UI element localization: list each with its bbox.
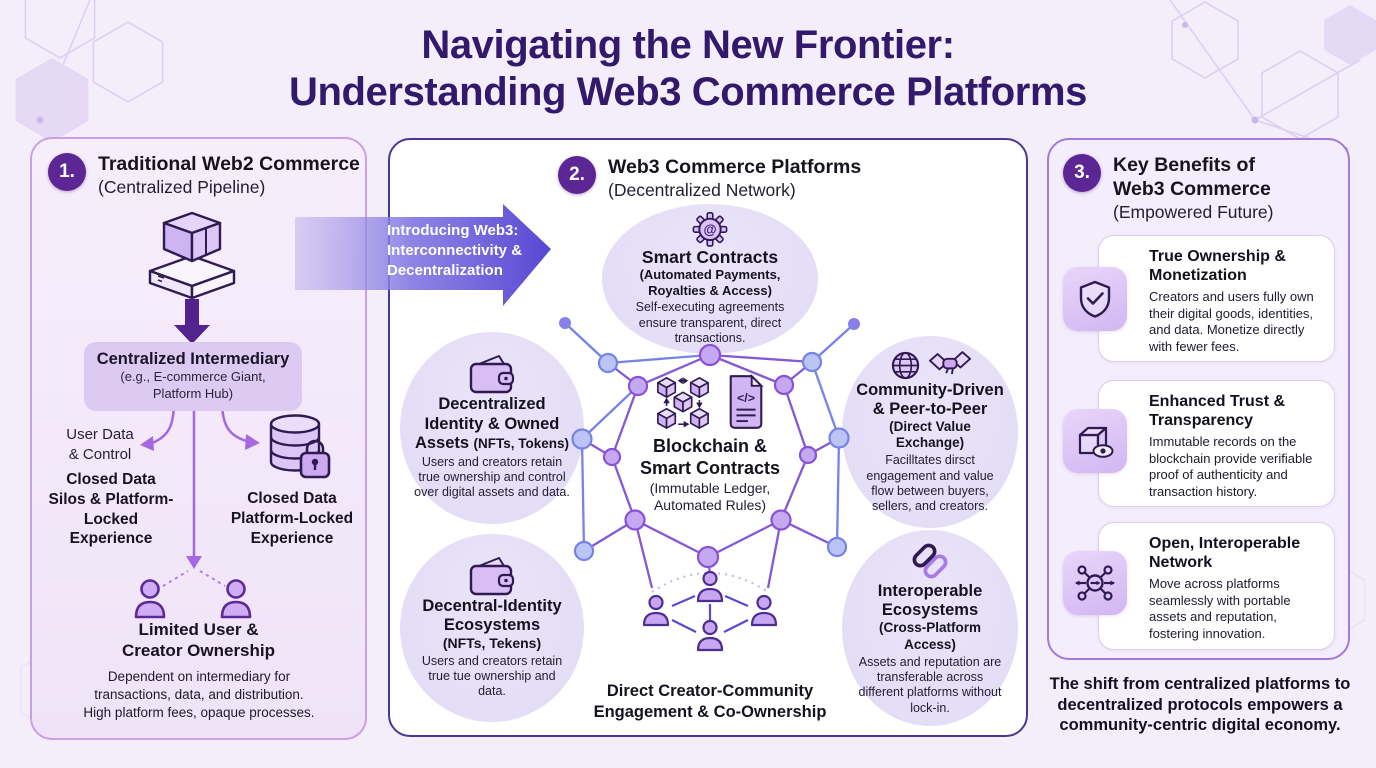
benefit-card-network: Open, Interoperable Network Move across … — [1098, 522, 1335, 650]
benefit-card-title: Open, Interoperable Network — [1149, 535, 1301, 572]
benefit-card-body: Move across platforms seamlessly with po… — [1149, 576, 1291, 641]
arrow-line2: Interconnectivity & — [387, 241, 523, 259]
page-title-line2: Understanding Web3 Commerce Platforms — [289, 70, 1087, 115]
benefit-card-ownership: True Ownership & Monetization Creators a… — [1098, 235, 1335, 362]
center-title: Blockchain & Smart Contracts — [639, 436, 781, 478]
identity-assets-title: Decentralized Identity & Owned Assets — [414, 395, 560, 452]
panel1-footer: Dependent on intermediary for transactio… — [83, 669, 315, 720]
blockchain-center-label: </> Blockchain & Smart Contracts (Immuta… — [622, 374, 798, 514]
svg-text:@: @ — [703, 222, 716, 237]
panel3-title: Key Benefits of Web3 Commerce — [1113, 154, 1271, 200]
smart-contracts-title: Smart Contracts — [641, 246, 779, 267]
community-title: Community-Driven & Peer-to-Peer — [856, 380, 1004, 418]
handshake-icon — [928, 350, 971, 374]
identity-ecosystems-body: Users and creators retain true tue owner… — [421, 653, 563, 699]
page-title-line1: Navigating the New Frontier: — [421, 23, 955, 67]
wallet-icon — [469, 556, 515, 595]
panel2-title: Web3 Commerce Platforms — [608, 156, 862, 178]
panel2-subtitle: (Decentralized Network) — [608, 179, 796, 200]
benefit-card-body: Creators and users fully own their digit… — [1149, 289, 1314, 354]
identity-ecosystems-title: Decentral-Identity Ecosystems — [422, 596, 562, 634]
panel1-title: Traditional Web2 Commerce — [98, 153, 360, 175]
community-bubble: Community-Driven & Peer-to-Peer (Direct … — [842, 336, 1018, 528]
cube-eye-icon — [1078, 426, 1114, 458]
smart-contracts-subtitle: (Automated Payments, Royalties & Access) — [639, 267, 781, 298]
gear-at-icon: @ — [692, 212, 728, 247]
benefit-card-trust: Enhanced Trust & Transparency Immutable … — [1098, 380, 1335, 507]
ownership-label: Limited User & Creator Ownership — [121, 620, 276, 661]
interoperable-bubble: Interoperable Ecosystems (Cross-Platform… — [842, 530, 1018, 726]
panel3-header: 3. Key Benefits of Web3 Commerce (Empowe… — [1063, 154, 1273, 223]
arrow-line1: Introducing Web3: — [387, 222, 519, 239]
cube-eye-tile — [1063, 409, 1127, 473]
interoperable-subtitle: (Cross-Platform Access) — [878, 620, 981, 652]
left-outcome-label: Closed Data Silos & Platform- Locked Exp… — [48, 471, 174, 548]
svg-text:</>: </> — [737, 391, 755, 405]
creator-community-icon — [642, 570, 778, 652]
intermediary-subtitle: (e.g., E-commerce Giant, Platform Hub) — [120, 369, 266, 401]
panel1-diagram — [134, 211, 331, 619]
benefit-card-title: True Ownership & Monetization — [1149, 248, 1286, 285]
interoperable-body: Assets and reputation are transferable a… — [858, 654, 1002, 715]
intermediary-title: Centralized Intermediary — [96, 350, 290, 368]
center-subtitle: (Immutable Ledger, Automated Rules) — [649, 479, 771, 513]
identity-assets-subtitle: (NFTs, Tokens) — [473, 435, 570, 451]
centralized-intermediary-box: Centralized Intermediary (e.g., E-commer… — [84, 342, 302, 412]
network-nodes-tile — [1063, 551, 1127, 615]
user-data-label: User Data & Control — [66, 426, 134, 463]
shield-check-tile — [1063, 267, 1127, 331]
package-on-platform-icon — [148, 211, 236, 300]
right-outcome-label: Closed Data Platform-Locked Experience — [230, 490, 354, 547]
panel1-number-badge: 1. — [48, 153, 86, 191]
web3-transition-arrow — [295, 204, 551, 306]
identity-assets-bubble: Decentralized Identity & Owned Assets (N… — [400, 332, 584, 524]
network-nodes-icon — [1075, 565, 1115, 601]
community-subtitle: (Direct Value Exchange) — [889, 418, 971, 451]
transition-arrow-text: Introducing Web3: Interconnectivity & De… — [387, 221, 537, 281]
community-body: Facilltates dirsct engagement and value … — [866, 453, 994, 514]
identity-ecosystems-bubble: Decentral-Identity Ecosystems (NFTs, Tek… — [400, 534, 584, 722]
identity-ecosystems-subtitle: (NFTs, Tekens) — [442, 634, 542, 651]
panel3-number-badge: 3. — [1063, 154, 1101, 192]
interoperable-title: Interoperable Ecosystems — [877, 582, 983, 620]
panel2-header: 2. Web3 Commerce Platforms (Decentralize… — [558, 156, 861, 201]
page-title: Navigating the New Frontier: Understandi… — [0, 22, 1376, 116]
chain-link-icon — [912, 543, 948, 579]
panel-key-benefits: 3. Key Benefits of Web3 Commerce (Empowe… — [1047, 138, 1350, 660]
benefit-card-title: Enhanced Trust & Transparency — [1149, 393, 1286, 430]
down-arrow — [174, 299, 210, 344]
panel2-number-badge: 2. — [558, 156, 596, 194]
arrow-line3: Decentralization — [387, 261, 503, 279]
smart-contracts-bubble: @ Smart Contracts (Automated Payments, R… — [602, 204, 818, 354]
benefit-card-body: Immutable records on the blockchain prov… — [1149, 434, 1313, 499]
globe-icon — [891, 351, 919, 379]
users-icon — [134, 579, 252, 619]
database-lock-icon — [269, 414, 331, 479]
panel1-header: 1. Traditional Web2 Commerce (Centralize… — [48, 153, 360, 198]
conclusion-text: The shift from centralized platforms to … — [1049, 675, 1351, 735]
panel1-subtitle: (Centralized Pipeline) — [98, 176, 266, 197]
panel3-subtitle: (Empowered Future) — [1113, 201, 1274, 222]
blockchain-cubes-icon — [657, 377, 709, 429]
creator-community-label: Direct Creator-Community Engagement & Co… — [593, 682, 827, 721]
wallet-icon — [469, 355, 515, 394]
smart-contracts-body: Self-executing agreements ensure transpa… — [635, 300, 785, 345]
shield-check-icon — [1079, 280, 1111, 318]
code-document-icon: </> — [729, 374, 764, 429]
identity-assets-body: Users and creators retain true ownership… — [414, 454, 570, 500]
